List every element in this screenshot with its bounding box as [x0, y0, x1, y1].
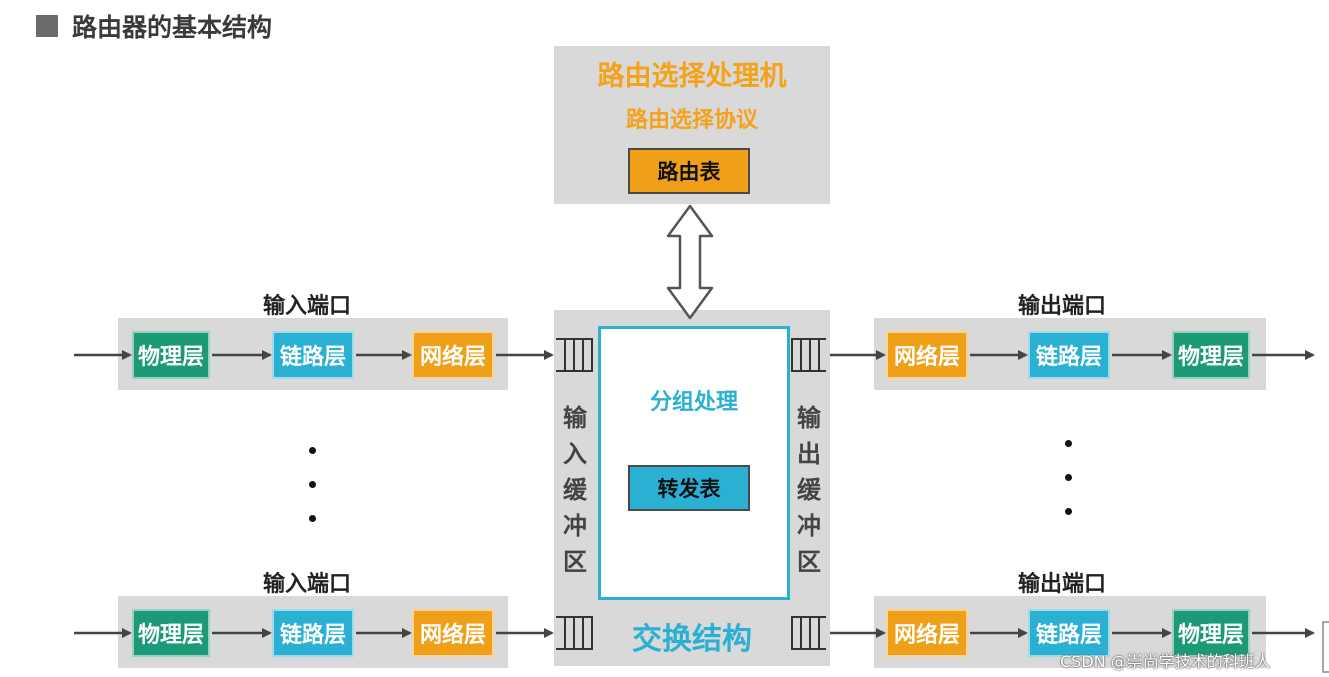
csdn-watermark: CSDN @崇尚学技术的科班人 — [1060, 652, 1271, 671]
output-ports-ellipsis — [1065, 440, 1079, 542]
output-buffer-char: 输 — [797, 404, 821, 432]
output-port-link-layer: 链路层 — [1028, 331, 1110, 379]
heading-square-icon — [36, 15, 58, 37]
input-port-physical-layer: 物理层 — [132, 609, 210, 657]
input-buffer-char: 区 — [563, 548, 587, 576]
output-port-network-layer: 网络层 — [886, 331, 968, 379]
input-buffer-char: 缓 — [563, 476, 587, 504]
input-queue-icon — [556, 616, 593, 650]
output-buffer-label: 输 出 缓 冲 区 — [792, 400, 826, 580]
output-queue-icon — [791, 338, 826, 372]
input-port-label: 输入端口 — [263, 572, 352, 597]
input-buffer-char: 冲 — [563, 512, 587, 540]
output-port-label: 输出端口 — [1018, 572, 1107, 597]
output-buffer-char: 冲 — [797, 512, 821, 540]
packet-processing-box — [598, 326, 790, 600]
bidirectional-arrow-icon — [666, 204, 714, 320]
output-port-physical-layer: 物理层 — [1172, 331, 1250, 379]
input-port-physical-layer: 物理层 — [132, 331, 210, 379]
input-buffer-char: 输 — [563, 404, 587, 432]
input-ports-ellipsis — [309, 447, 323, 549]
input-buffer-label: 输 入 缓 冲 区 — [558, 400, 592, 580]
output-buffer-char: 缓 — [797, 476, 821, 504]
routing-processor-title: 路由选择处理机 — [597, 61, 787, 92]
forwarding-table-box: 转发表 — [628, 465, 750, 511]
output-buffer-char: 出 — [797, 440, 821, 468]
output-port-physical-layer: 物理层 — [1172, 609, 1250, 657]
output-queue-icon — [791, 616, 826, 650]
output-port-link-layer: 链路层 — [1028, 609, 1110, 657]
output-port-network-layer: 网络层 — [886, 609, 968, 657]
output-buffer-char: 区 — [797, 548, 821, 576]
input-queue-icon — [556, 338, 593, 372]
input-port-network-layer: 网络层 — [412, 331, 494, 379]
input-port-network-layer: 网络层 — [412, 609, 494, 657]
routing-protocol-label: 路由选择协议 — [625, 108, 758, 133]
page-heading: 路由器的基本结构 — [36, 8, 272, 44]
input-port-label: 输入端口 — [263, 294, 352, 319]
output-port-label: 输出端口 — [1018, 294, 1107, 319]
page-title: 路由器的基本结构 — [72, 13, 273, 42]
input-port-link-layer: 链路层 — [272, 331, 354, 379]
routing-table-box: 路由表 — [628, 148, 750, 194]
edge-bracket — [1322, 621, 1329, 673]
input-port-link-layer: 链路层 — [272, 609, 354, 657]
input-buffer-char: 入 — [563, 440, 587, 468]
switch-fabric-label: 交换结构 — [632, 622, 752, 657]
packet-processing-label: 分组处理 — [649, 390, 738, 415]
